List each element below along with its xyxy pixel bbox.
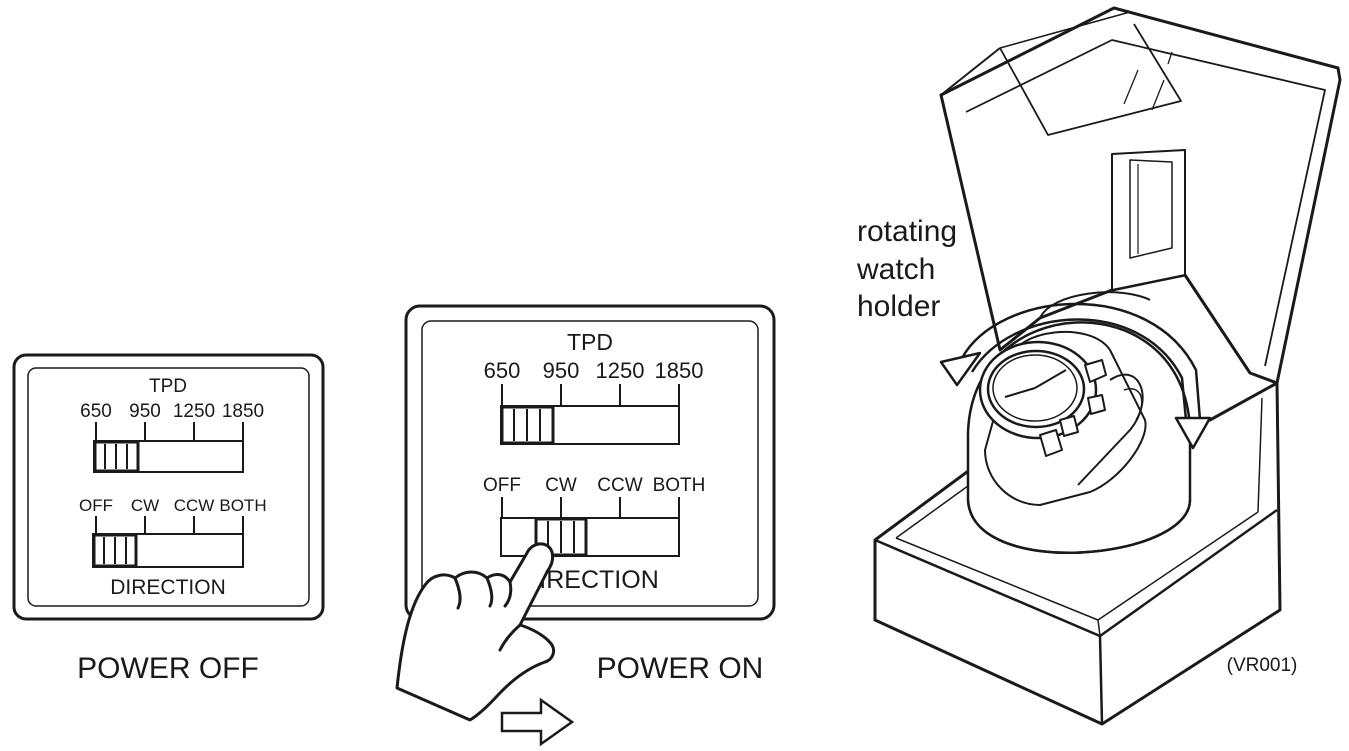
label-line: rotating (857, 215, 957, 248)
direction-switch[interactable] (92, 516, 244, 568)
hand-pointer-icon (395, 542, 556, 722)
tpd-tick-label: 650 (80, 401, 112, 422)
direction-tick-label: OFF (483, 475, 521, 496)
direction-tick-label: OFF (79, 496, 113, 515)
label-line: holder (857, 290, 940, 323)
tpd-switch[interactable] (500, 384, 680, 445)
tpd-tick-label: 1850 (222, 401, 264, 422)
tpd-switch-knob[interactable] (93, 440, 140, 473)
direction-tick-label: BOTH (219, 496, 266, 515)
direction-tick-label: CW (131, 496, 159, 515)
model-code: (VR001) (1227, 655, 1298, 676)
tpd-tick-label: 1250 (596, 358, 645, 383)
power-on-caption: POWER ON (597, 652, 764, 685)
tpd-switch[interactable] (93, 422, 244, 473)
tpd-tick-label: 950 (129, 401, 161, 422)
tpd-tick-label: 950 (543, 358, 580, 383)
tpd-title: TPD (149, 376, 187, 397)
direction-tick-label: CW (545, 475, 577, 496)
tpd-tick-label: 1250 (173, 401, 215, 422)
box-lid (939, 6, 1342, 385)
watch (978, 330, 1147, 506)
rotating-watch-holder-label: rotating watch holder (856, 215, 965, 323)
rotation-arrow-icon (939, 302, 1212, 450)
tpd-title: TPD (567, 329, 613, 355)
direction-tick-label: CCW (597, 475, 642, 496)
label-line: watch (856, 253, 935, 286)
panel-power-on: TPD 650 950 1250 1850 OFF CW CCW BOTH (404, 304, 776, 621)
direction-switch-knob[interactable] (92, 533, 138, 568)
tpd-switch-knob[interactable] (500, 405, 555, 445)
arrow-right-icon (500, 697, 575, 747)
power-off-caption: POWER OFF (77, 652, 259, 685)
direction-tick-label: CCW (174, 496, 215, 515)
direction-title: DIRECTION (110, 576, 226, 599)
watch-winder-box (873, 6, 1342, 726)
direction-tick-label: BOTH (653, 475, 706, 496)
tpd-tick-label: 1850 (655, 358, 704, 383)
direction-switch[interactable] (500, 497, 680, 557)
panel-power-off: TPD 650 950 1250 1850 OFF CW CCW BOTH (12, 353, 325, 621)
tpd-tick-label: 650 (484, 358, 521, 383)
